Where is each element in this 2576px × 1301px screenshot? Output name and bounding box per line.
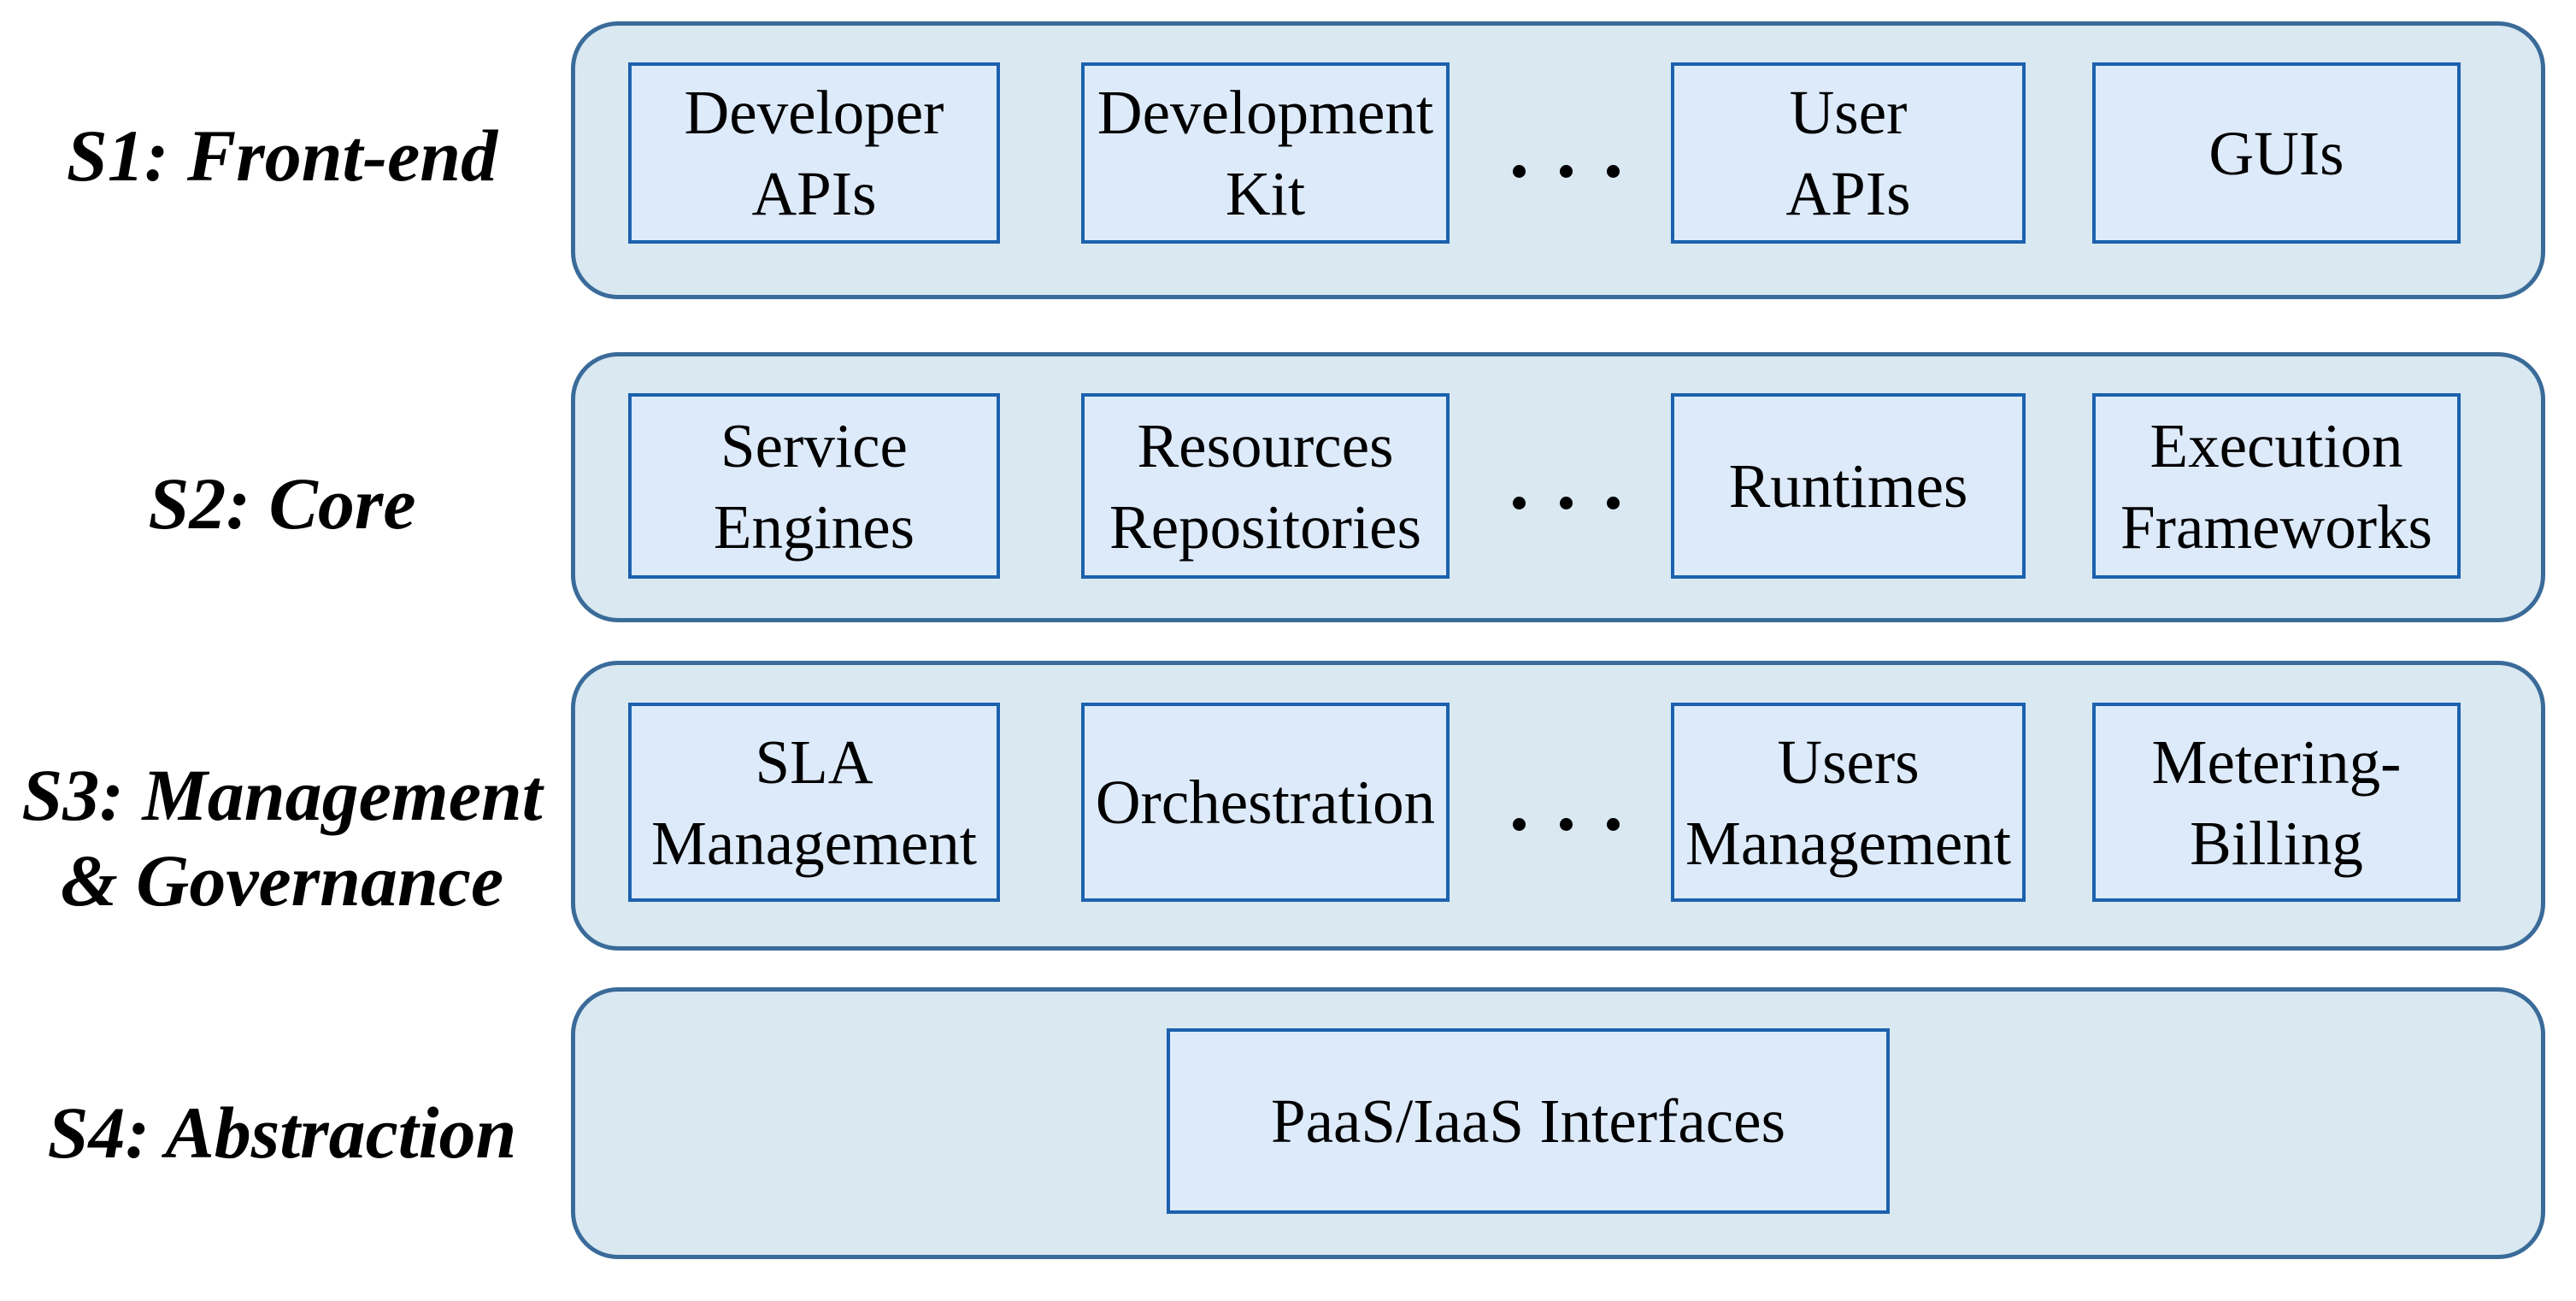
dot-icon: [1513, 818, 1526, 831]
layer-label-s2: S2: Core: [0, 461, 564, 546]
box-execution-frameworks-line2: Frameworks: [2120, 492, 2432, 562]
box-user-apis: User APIs: [1671, 62, 2026, 244]
box-paas-iaas-interfaces: PaaS/IaaS Interfaces: [1167, 1028, 1890, 1214]
box-users-management: Users Management: [1671, 703, 2026, 902]
ellipsis-dots-icon: [1513, 165, 1620, 178]
dot-icon: [1607, 497, 1620, 509]
dot-icon: [1607, 818, 1620, 831]
layer-label-s3-line1: S3: Management: [21, 754, 543, 836]
dot-icon: [1513, 497, 1526, 509]
box-metering-billing-line2: Billing: [2190, 808, 2363, 878]
box-runtimes-line1: Runtimes: [1728, 451, 1968, 521]
box-sla-management: SLA Management: [628, 703, 1000, 902]
box-development-kit: Development Kit: [1081, 62, 1450, 244]
box-resources-repositories-line2: Repositories: [1109, 492, 1421, 562]
dot-icon: [1513, 165, 1526, 178]
box-resources-repositories: Resources Repositories: [1081, 393, 1450, 579]
box-developer-apis: Developer APIs: [628, 62, 1000, 244]
box-metering-billing: Metering- Billing: [2092, 703, 2461, 902]
box-users-management-line1: Users: [1777, 727, 1920, 797]
box-sla-management-line1: SLA: [755, 727, 873, 797]
dot-icon: [1560, 818, 1573, 831]
box-guis: GUIs: [2092, 62, 2461, 244]
box-metering-billing-line1: Metering-: [2151, 727, 2402, 797]
dot-icon: [1560, 165, 1573, 178]
box-paas-iaas-interfaces-line1: PaaS/IaaS Interfaces: [1271, 1086, 1785, 1156]
dot-icon: [1560, 497, 1573, 509]
box-orchestration: Orchestration: [1081, 703, 1450, 902]
box-service-engines-line1: Service: [720, 410, 908, 480]
ellipsis-dots-icon: [1513, 497, 1620, 509]
box-development-kit-line1: Development: [1097, 78, 1434, 147]
box-guis-line1: GUIs: [2208, 118, 2344, 188]
box-development-kit-line2: Kit: [1225, 159, 1306, 228]
box-execution-frameworks-line1: Execution: [2150, 410, 2403, 480]
box-service-engines: Service Engines: [628, 393, 1000, 579]
box-users-management-line2: Management: [1685, 808, 2012, 878]
layer-label-s2-line: S2: Core: [148, 462, 416, 545]
box-execution-frameworks: Execution Frameworks: [2092, 393, 2461, 579]
box-service-engines-line2: Engines: [713, 492, 915, 562]
layer-label-s4-line: S4: Abstraction: [47, 1092, 517, 1174]
box-runtimes: Runtimes: [1671, 393, 2026, 579]
dot-icon: [1607, 165, 1620, 178]
layer-label-s4: S4: Abstraction: [0, 1090, 564, 1175]
layer-label-s1: S1: Front-end: [0, 113, 564, 198]
ellipsis-dots-icon: [1513, 818, 1620, 831]
box-developer-apis-line2: APIs: [751, 159, 877, 228]
box-developer-apis-line1: Developer: [684, 78, 944, 147]
layer-label-s3-line2: & Governance: [60, 839, 504, 921]
box-user-apis-line2: APIs: [1785, 159, 1911, 228]
layer-label-s3: S3: Management & Governance: [0, 752, 564, 923]
box-resources-repositories-line1: Resources: [1137, 410, 1394, 480]
layer-label-s1-line: S1: Front-end: [66, 115, 498, 197]
box-orchestration-line1: Orchestration: [1095, 768, 1436, 837]
box-sla-management-line2: Management: [650, 808, 978, 878]
box-user-apis-line1: User: [1789, 78, 1908, 147]
